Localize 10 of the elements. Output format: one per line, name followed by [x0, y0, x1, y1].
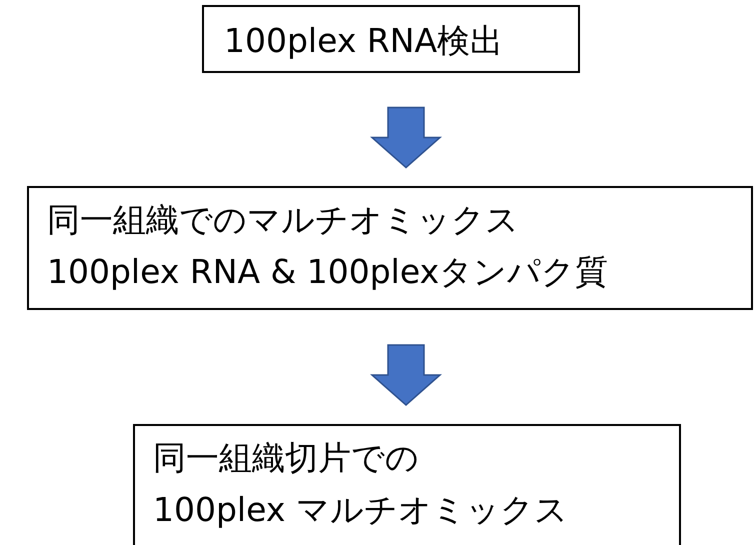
box-text: 100plex RNA検出 — [224, 21, 504, 61]
process-box — [202, 5, 580, 73]
box-heading: 同一組織切片での — [153, 438, 419, 478]
box-text: 100plex マルチオミックス — [153, 490, 568, 530]
block-arrow — [370, 344, 442, 406]
box-text: 100plex RNA & 100plexタンパク質 — [47, 252, 608, 292]
process-box — [133, 424, 681, 545]
process-box — [27, 186, 753, 310]
box-heading: 同一組織でのマルチオミックス — [47, 200, 519, 240]
block-arrow — [370, 106, 442, 168]
